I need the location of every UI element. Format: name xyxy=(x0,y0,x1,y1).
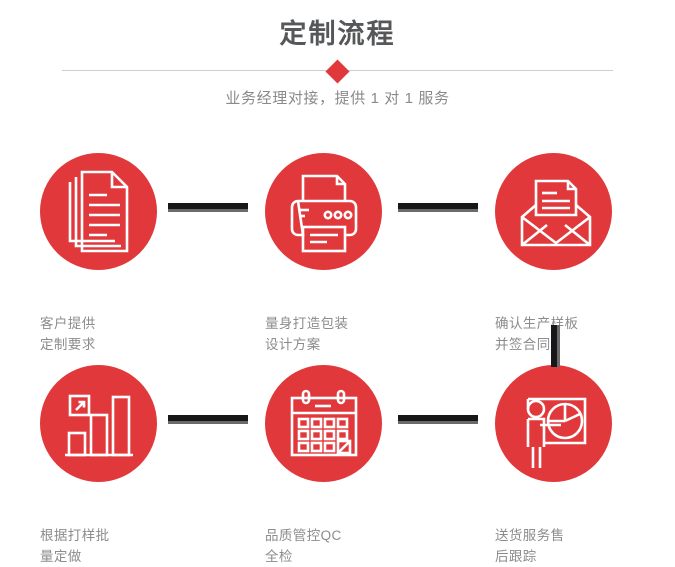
connector-shadow xyxy=(557,325,560,367)
connector-bar xyxy=(398,203,478,209)
step-3-circle xyxy=(495,153,612,270)
connector-shadow xyxy=(398,209,478,212)
connector-step2-step3 xyxy=(398,203,478,212)
connector-bar xyxy=(551,325,557,367)
connector-step3-step4 xyxy=(551,325,560,367)
connector-shadow xyxy=(168,209,248,212)
header: 定制流程 业务经理对接，提供 1 对 1 服务 xyxy=(0,0,675,125)
connector-bar xyxy=(168,415,248,421)
step-4-label: 根据打样批 量定做 xyxy=(40,528,110,564)
step-2-circle xyxy=(265,153,382,270)
diamond-icon xyxy=(325,58,350,84)
connector-bar xyxy=(398,415,478,421)
step-6-label: 送货服务售 后跟踪 xyxy=(495,528,565,564)
connector-step1-step2 xyxy=(168,203,248,212)
title-divider xyxy=(62,58,613,84)
connector-shadow xyxy=(398,421,478,424)
process-steps: 客户提供 定制要求 量身打造包装 设计方案 xyxy=(0,125,675,564)
bar-chart-growth-icon xyxy=(65,394,133,457)
step-1-label: 客户提供 定制要求 xyxy=(40,316,96,352)
calendar-check-icon xyxy=(290,389,358,457)
printer-icon xyxy=(290,174,358,253)
connector-step5-step6 xyxy=(398,415,478,424)
step-5-label: 品质管控QC 全检 xyxy=(265,528,342,564)
envelope-document-icon xyxy=(520,179,592,247)
step-4-circle xyxy=(40,365,157,482)
page-subtitle: 业务经理对接，提供 1 对 1 服务 xyxy=(225,90,450,107)
connector-shadow xyxy=(168,421,248,424)
step-6-circle xyxy=(495,365,612,482)
connector-step4-step5 xyxy=(168,415,248,424)
step-5-circle xyxy=(265,365,382,482)
connector-bar xyxy=(168,203,248,209)
presenter-pie-chart-icon xyxy=(526,397,587,468)
step-1-circle xyxy=(40,153,157,270)
page-title: 定制流程 xyxy=(279,19,396,49)
step-2-label: 量身打造包装 设计方案 xyxy=(265,316,349,352)
documents-stack-icon xyxy=(68,170,129,253)
